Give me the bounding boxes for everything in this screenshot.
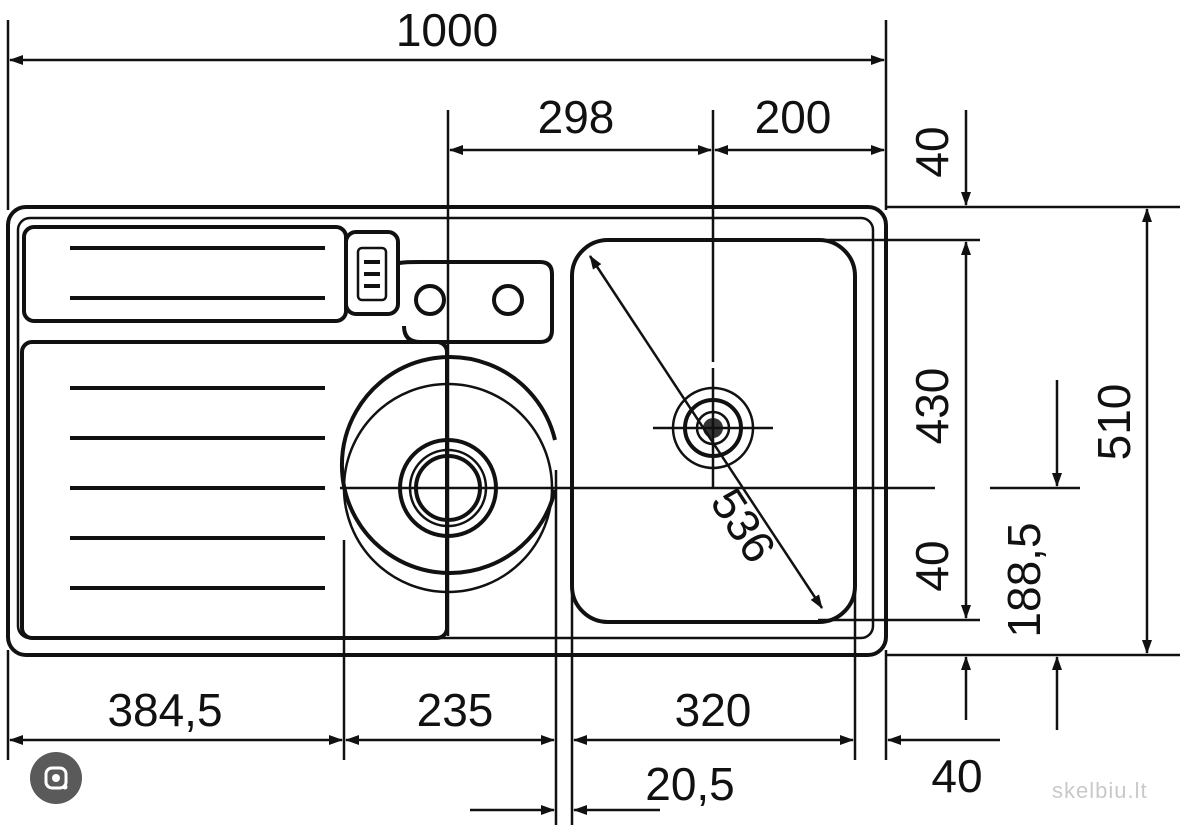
dim-drainer-width: 384,5 [107, 684, 222, 736]
dim-middle-width: 235 [417, 684, 494, 736]
watermark: skelbiu.lt [1052, 778, 1148, 803]
centre-lines [340, 110, 1080, 636]
dim-top-to-bowl-center: 298 [538, 91, 615, 143]
dim-overall-width: 1000 [396, 4, 498, 56]
overflow-slot [344, 230, 400, 316]
dim-right-margin: 40 [931, 750, 982, 802]
dim-bowl-center-to-right: 200 [755, 91, 832, 143]
extension-lines [6, 20, 1180, 825]
google-lens-icon[interactable] [30, 752, 82, 804]
dimension-labels: 1000 298 200 40 430 510 536 40 188,5 384… [107, 4, 1140, 810]
dim-gap: 20,5 [645, 758, 735, 810]
accessory-tray [22, 225, 348, 323]
lens-glyph [44, 766, 68, 790]
dim-bowl-width: 320 [675, 684, 752, 736]
dim-bowl-height: 430 [906, 368, 958, 445]
dim-drain-offset: 188,5 [998, 522, 1050, 637]
drainer-area [20, 340, 449, 640]
dim-overall-depth: 510 [1088, 384, 1140, 461]
dim-top-margin: 40 [906, 126, 958, 177]
dimension-arrows [9, 55, 1152, 815]
dim-diagonal: 536 [701, 479, 786, 572]
tap-hole-plate [396, 260, 554, 344]
dim-bottom-margin: 40 [906, 540, 958, 591]
